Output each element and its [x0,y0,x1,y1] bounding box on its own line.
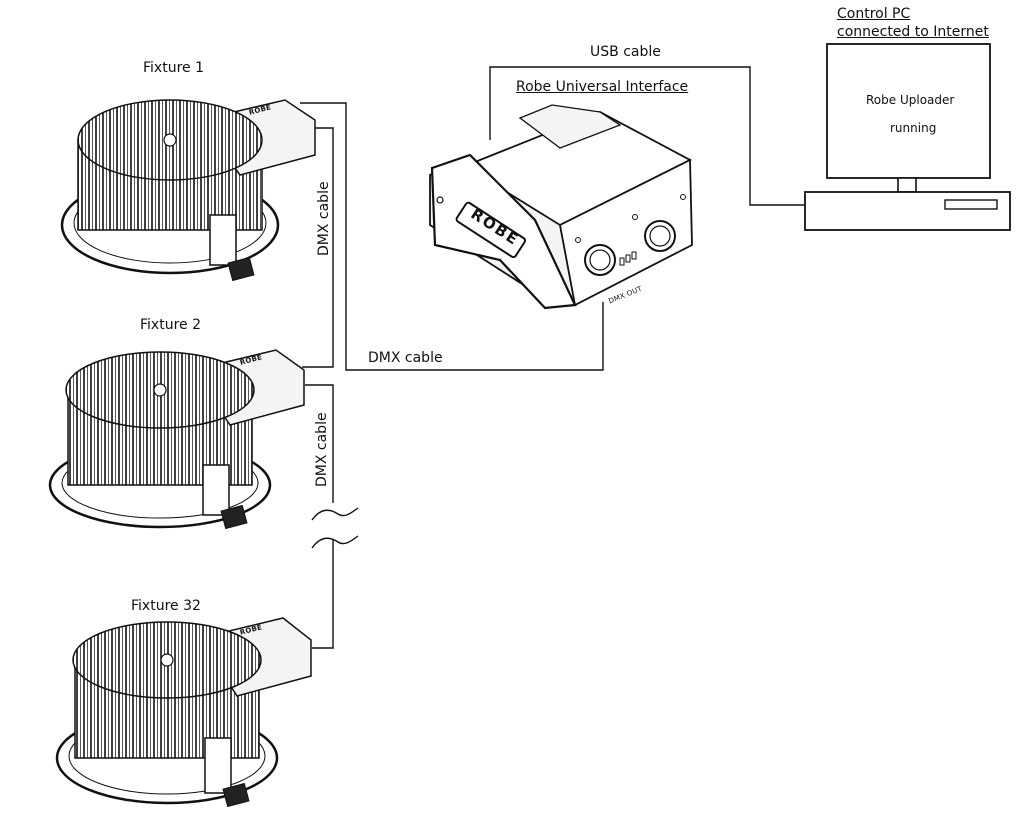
fixture-1-label: Fixture 1 [143,60,204,76]
dmx-cable-link-2-line [305,384,334,503]
interface-device-drawing [429,104,693,310]
pc-screen-line1: Robe Uploader [866,93,955,107]
cable-break-mark [311,535,359,549]
usb-cable-line [489,66,805,206]
fixture-2-label: Fixture 2 [140,317,201,333]
pc-title-line2: connected to Internet [837,24,989,40]
pc-monitor-neck [897,177,917,193]
cable-break-mark [311,507,359,521]
interface-title: Robe Universal Interface [516,79,689,95]
pc-title-line1: Control PC [837,6,911,22]
dmx-cable-link-2-label: DMX cable [314,412,330,487]
pc-base-unit [804,191,1011,231]
pc-screen-line2: running [890,121,937,135]
pc-monitor [826,43,991,179]
dmx-cable-link-3-line [312,540,334,649]
fixture-2-drawing [48,349,305,530]
fixture-32-label: Fixture 32 [131,598,201,614]
dmx-cable-link-1-label: DMX cable [316,181,332,256]
dmx-cable-link-1-line [300,127,334,368]
usb-cable-label: USB cable [590,44,661,60]
fixture-1-drawing [60,99,316,282]
dmx-cable-main-line [300,102,604,371]
pc-drive-slot [944,199,998,210]
control-pc-drawing [804,43,1011,231]
fixture-32-drawing [55,617,312,808]
dmx-cable-main-label: DMX cable [368,350,443,366]
